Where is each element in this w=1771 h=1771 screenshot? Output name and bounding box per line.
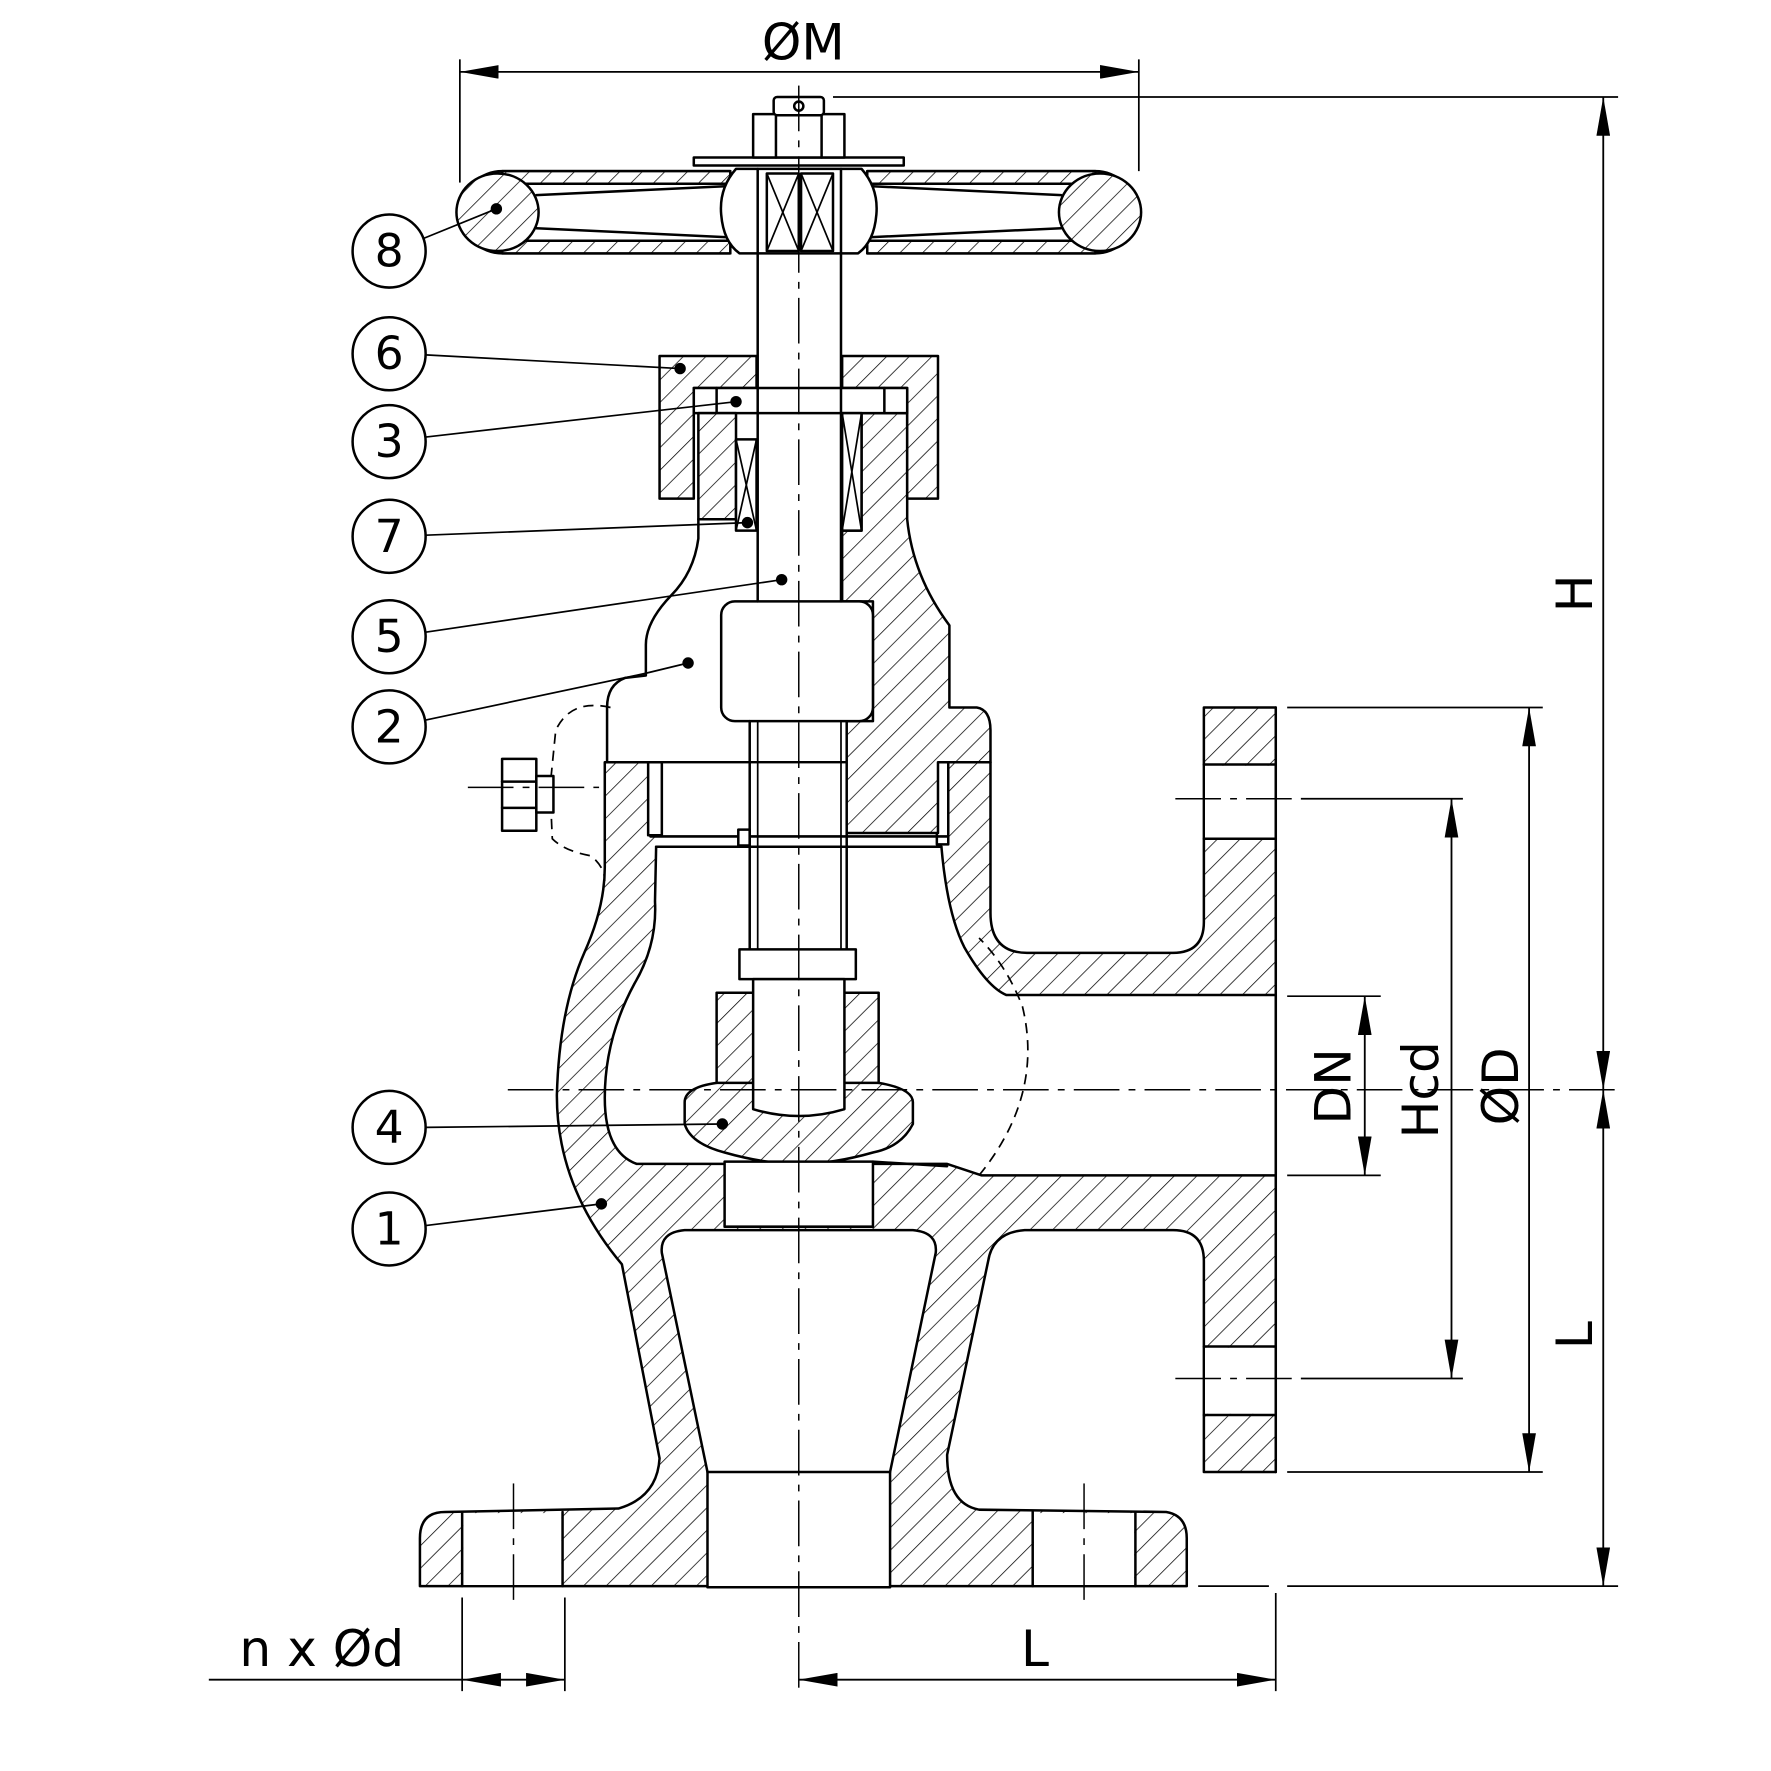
bonnet-outline-left: [605, 517, 700, 764]
balloon-2: 2: [351, 657, 694, 765]
rim-band-top-left: [500, 169, 732, 185]
packing-gland: [692, 386, 909, 415]
balloon-3: 3: [351, 395, 742, 480]
dim-handwheel-diameter: ØM: [762, 12, 845, 71]
balloon-1: 1: [351, 1191, 608, 1267]
packing-left: [734, 438, 758, 532]
svg-text:2: 2: [375, 700, 404, 753]
dimensions: ØM H L ØD Hcd DN L n x Ød: [208, 12, 1619, 1692]
gland-sleeve-left: [697, 411, 738, 521]
bolt-hole-left: [463, 1513, 562, 1585]
rim-band-bottom-left: [500, 239, 732, 255]
centerlines: [467, 85, 1619, 1695]
svg-text:4: 4: [375, 1101, 404, 1154]
dim-bolt-circle: Hcd: [1391, 1041, 1450, 1138]
packing-right: [840, 411, 863, 532]
side-bolt-hole-bottom: [1205, 1347, 1275, 1414]
gasket-left: [646, 761, 664, 837]
svg-text:8: 8: [375, 225, 404, 278]
dim-bolt-holes: n x Ød: [239, 1619, 404, 1678]
dim-length-right: L: [1545, 1321, 1604, 1349]
part-balloons: 8 6 3 7 5: [351, 203, 788, 1267]
balloon-6: 6: [351, 315, 686, 392]
dim-length-bottom: L: [1021, 1619, 1049, 1678]
stem: [738, 252, 858, 981]
gland-assembly: [658, 354, 940, 532]
stem-collar: [738, 948, 858, 981]
svg-text:6: 6: [375, 327, 404, 380]
dim-height: H: [1545, 575, 1604, 613]
bonnet: [605, 411, 992, 848]
dim-nominal-diameter: DN: [1303, 1048, 1362, 1124]
bonnet-bolt: [500, 704, 611, 881]
svg-text:7: 7: [375, 510, 404, 563]
balloon-4: 4: [351, 1089, 729, 1166]
stem-nut: [719, 600, 875, 723]
rim-band-bottom-right: [865, 239, 1097, 255]
balloon-8: 8: [351, 203, 503, 289]
side-bolt-hole-top: [1205, 765, 1275, 838]
svg-text:5: 5: [375, 610, 404, 663]
balloon-5: 5: [351, 573, 788, 675]
balloon-7: 7: [351, 498, 754, 575]
bonnet-section: [840, 411, 992, 835]
svg-text:1: 1: [375, 1202, 404, 1255]
svg-text:3: 3: [375, 415, 404, 468]
dim-flange-diameter: ØD: [1471, 1047, 1530, 1125]
bottom-port: [660, 1228, 938, 1589]
rim-band-top-right: [865, 169, 1097, 185]
rim-section-right: [1057, 172, 1143, 253]
